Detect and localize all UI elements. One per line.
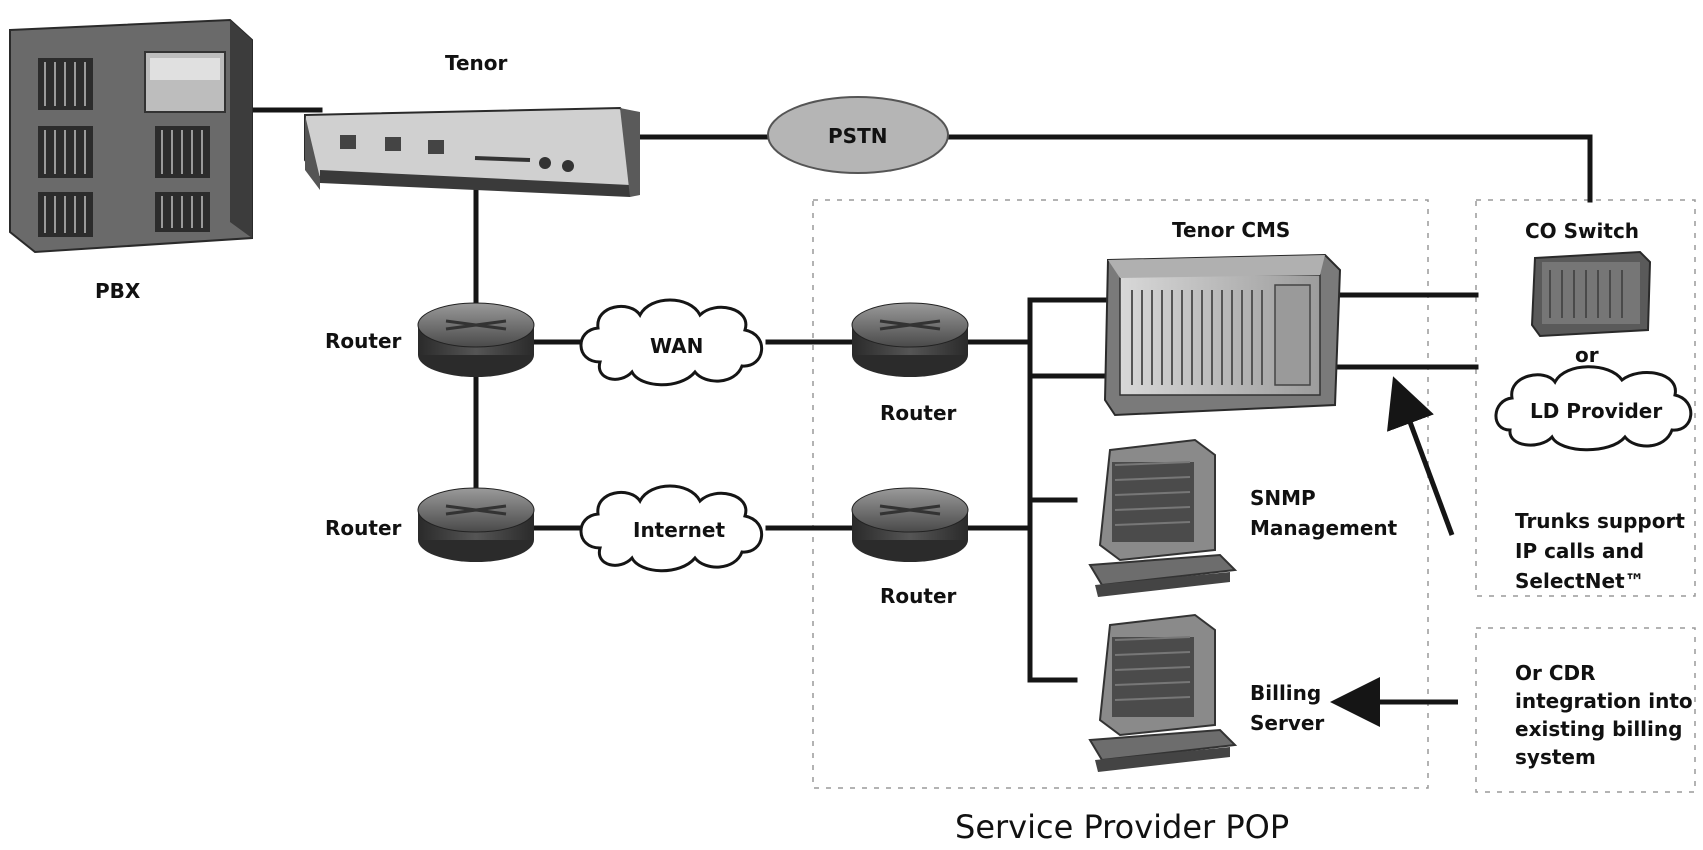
pstn-label: PSTN bbox=[828, 124, 887, 148]
pbx-label: PBX bbox=[95, 279, 141, 303]
trunks-note-line3: SelectNet™ bbox=[1515, 569, 1645, 593]
internet-cloud-icon bbox=[579, 484, 763, 573]
snmp-label-line1: SNMP bbox=[1250, 486, 1316, 510]
router-label: Router bbox=[880, 401, 957, 425]
router-label: Router bbox=[880, 584, 957, 608]
trunks-note-line1: Trunks support bbox=[1515, 509, 1685, 533]
cdr-note-line4: system bbox=[1515, 745, 1596, 769]
pstn-cloud-icon bbox=[767, 96, 949, 174]
switch-icon bbox=[1530, 250, 1652, 338]
cdr-note-line3: existing billing bbox=[1515, 717, 1682, 741]
ld-provider-cloud-icon bbox=[1494, 365, 1693, 452]
internet-label: Internet bbox=[633, 518, 725, 542]
tenor-label: Tenor bbox=[445, 51, 508, 75]
router-icon bbox=[850, 486, 970, 564]
billing-label-line2: Server bbox=[1250, 711, 1324, 735]
co-switch-region-box bbox=[1475, 199, 1696, 597]
cdr-note-line2: integration into bbox=[1515, 689, 1693, 713]
computer-icon bbox=[1089, 439, 1236, 598]
pop-title: Service Provider POP bbox=[955, 808, 1289, 846]
cdr-note-box bbox=[1475, 627, 1696, 793]
wan-cloud-icon bbox=[579, 298, 763, 387]
pbx-cabinet-icon bbox=[9, 18, 253, 254]
computer-icon bbox=[1089, 614, 1236, 773]
tenor-cms-label: Tenor CMS bbox=[1172, 218, 1290, 242]
ld-provider-label: LD Provider bbox=[1530, 399, 1662, 423]
arrow-icon bbox=[1387, 376, 1455, 536]
co-switch-label: CO Switch bbox=[1525, 219, 1639, 243]
trunks-note-line2: IP calls and bbox=[1515, 539, 1644, 563]
snmp-label-line2: Management bbox=[1250, 516, 1398, 540]
router-label: Router bbox=[325, 516, 402, 540]
wan-label: WAN bbox=[650, 334, 703, 358]
or-label: or bbox=[1575, 343, 1599, 367]
billing-label-line1: Billing bbox=[1250, 681, 1321, 705]
gateway-device-icon bbox=[304, 106, 640, 197]
server-rack-icon bbox=[1103, 253, 1342, 417]
cdr-note-line1: Or CDR bbox=[1515, 661, 1596, 685]
router-icon bbox=[416, 486, 536, 564]
router-icon bbox=[416, 301, 536, 379]
router-icon bbox=[850, 301, 970, 379]
router-label: Router bbox=[325, 329, 402, 353]
service-provider-pop-box bbox=[812, 199, 1429, 789]
